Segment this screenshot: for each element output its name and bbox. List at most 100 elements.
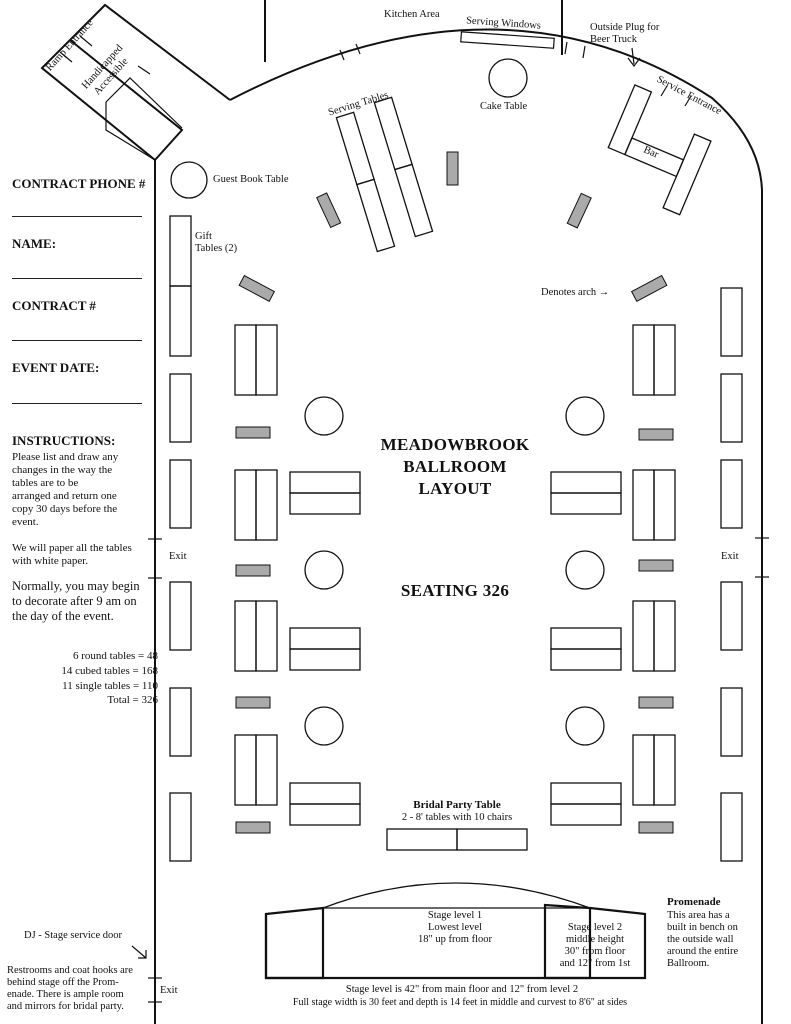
stage-level-2-label: and 12" from 1st <box>559 958 631 969</box>
cubed-table <box>550 471 622 494</box>
arch <box>316 192 342 229</box>
cake-table <box>488 58 528 98</box>
stage-level-2-label: Stage level 2 <box>567 922 623 933</box>
promenade-note: Ballroom. <box>667 958 710 969</box>
cubed-table <box>550 803 622 826</box>
arch <box>235 564 271 577</box>
stage-level-1-label: Lowest level <box>428 922 482 933</box>
title-line: LAYOUT <box>418 479 492 498</box>
name-label: NAME: <box>12 236 57 251</box>
promenade-note: built in bench on <box>667 922 738 933</box>
bridal-party-title: Bridal Party Table <box>413 799 501 811</box>
seating-count: SEATING 326 <box>400 581 510 600</box>
ramp-tick <box>79 35 93 47</box>
title-line: MEADOWBROOK <box>380 435 530 454</box>
cubed-table <box>234 469 257 541</box>
gift-tables-label: Gift <box>195 231 212 242</box>
total-all: Total = 326 <box>107 694 158 706</box>
stage-level-2-label: 30" from floor <box>564 946 626 957</box>
guest-book-label: Guest Book Table <box>213 174 289 185</box>
contract-number-label: CONTRACT # <box>12 298 96 313</box>
cubed-table <box>255 734 278 806</box>
door-tick <box>684 95 692 107</box>
promenade-note: This area has a <box>667 910 730 921</box>
cubed-table <box>653 734 676 806</box>
ramp-tick <box>59 51 73 63</box>
arch <box>566 192 592 229</box>
single-table <box>720 687 743 757</box>
dj-arrow <box>131 945 147 959</box>
instructions-heading: INSTRUCTIONS: <box>12 433 116 448</box>
round-table <box>565 706 605 746</box>
denotes-arch-label: Denotes arch → <box>541 287 610 298</box>
single-table <box>720 287 743 357</box>
kitchen-label: Kitchen Area <box>384 9 440 20</box>
bridal-party-subtitle: 2 - 8' tables with 10 chairs <box>401 812 513 823</box>
arch <box>638 428 674 441</box>
serving-table <box>373 96 413 171</box>
event-date-field[interactable] <box>12 403 142 404</box>
paper-note: with white paper. <box>12 555 89 567</box>
bridal-table <box>456 828 528 851</box>
arch <box>638 559 674 572</box>
name-field[interactable] <box>12 278 142 279</box>
contract-phone-field[interactable] <box>12 216 142 217</box>
guest-book-table <box>170 161 208 199</box>
cubed-table <box>234 734 257 806</box>
decorate-note: the day of the event. <box>12 609 114 623</box>
handicapped-area-2 <box>105 102 156 161</box>
cubed-table <box>632 600 655 672</box>
gift-table <box>169 215 192 287</box>
cubed-table <box>234 324 257 396</box>
door-tick <box>355 43 361 55</box>
cubed-table <box>289 782 361 805</box>
exit-right-label: Exit <box>721 551 739 562</box>
paper-note: We will paper all the tables <box>12 542 132 554</box>
door-tick <box>339 49 345 61</box>
arch <box>238 274 276 302</box>
single-table <box>169 373 192 443</box>
instructions-line: event. <box>12 516 39 528</box>
single-table <box>720 581 743 651</box>
cubed-table <box>632 469 655 541</box>
promenade-title: Promenade <box>667 896 721 908</box>
cake-table-label: Cake Table <box>480 101 528 112</box>
cubed-table <box>653 324 676 396</box>
handicapped-area <box>105 77 183 129</box>
contract-number-field[interactable] <box>12 340 142 341</box>
entrance-wall-left <box>40 3 231 161</box>
serving-table <box>356 178 396 253</box>
instructions-line: Please list and draw any <box>12 451 119 463</box>
stage-note-1: Stage level is 42" from main floor and 1… <box>345 984 579 995</box>
single-table <box>169 792 192 862</box>
bar-segment <box>662 133 712 216</box>
stage-level-1-label: 18" up from floor <box>418 934 492 945</box>
cubed-table <box>653 469 676 541</box>
decorate-note: Normally, you may begin <box>12 579 140 593</box>
instructions-line: arranged and return one <box>12 490 117 502</box>
single-table <box>720 373 743 443</box>
cubed-table <box>289 648 361 671</box>
arch <box>638 821 674 834</box>
door-tick <box>660 85 668 97</box>
outside-plug-label: Beer Truck <box>590 34 637 45</box>
stage-note-2: Full stage width is 30 feet and depth is… <box>292 997 628 1008</box>
cubed-table <box>289 803 361 826</box>
stage-level-3-arc <box>322 882 591 909</box>
instructions-line: tables are to be <box>12 477 79 489</box>
single-table <box>720 459 743 529</box>
single-table <box>169 459 192 529</box>
stage-outline <box>264 906 647 980</box>
cubed-table <box>653 600 676 672</box>
restrooms-note: and mirrors for bridal party. <box>7 1001 124 1012</box>
cubed-table <box>632 324 655 396</box>
arch <box>638 696 674 709</box>
cubed-table <box>550 492 622 515</box>
serving-table <box>394 163 434 238</box>
arch <box>446 151 459 186</box>
cubed-table <box>234 600 257 672</box>
round-table <box>304 396 344 436</box>
exit-left-label: Exit <box>169 551 187 562</box>
cubed-table <box>550 648 622 671</box>
